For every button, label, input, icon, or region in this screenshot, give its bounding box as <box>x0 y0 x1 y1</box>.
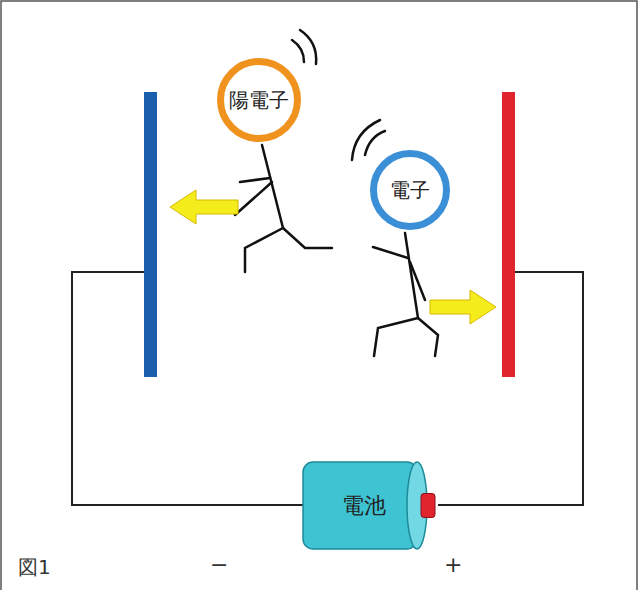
node-text: 陽電子 <box>229 87 289 114</box>
node-text: 電池 <box>342 491 386 521</box>
negative-plate <box>144 92 157 377</box>
positive-plate <box>502 92 515 377</box>
motion-arrow <box>170 190 496 324</box>
polarity-sign: − <box>210 552 228 577</box>
battery-terminal <box>421 494 435 518</box>
circle-outline <box>221 62 298 139</box>
battery: 電池 <box>303 462 425 549</box>
particle-circle: 電子 <box>370 150 450 230</box>
polarity-sign: + <box>444 552 462 577</box>
battery-body <box>303 462 417 549</box>
node-text: 電子 <box>390 177 430 204</box>
circle-outline <box>374 154 447 227</box>
particle-circle: 陽電子 <box>217 58 301 142</box>
wire <box>72 272 305 505</box>
figure-number: 図1 <box>18 554 51 581</box>
